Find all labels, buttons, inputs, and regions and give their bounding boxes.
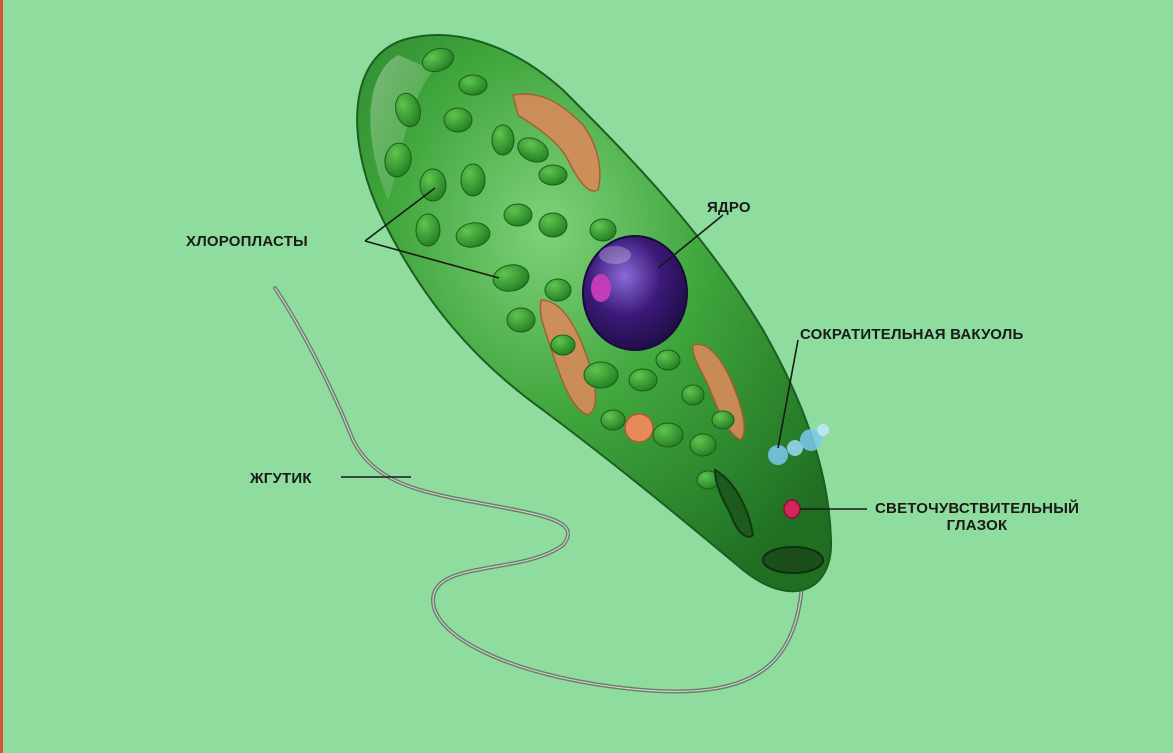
chloroplasts-label: ХЛОРОПЛАСТЫ xyxy=(186,233,308,250)
euglena-illustration xyxy=(3,0,1173,753)
nucleus-label: ЯДРО xyxy=(707,199,751,216)
flagellum-label: ЖГУТИК xyxy=(250,470,312,487)
contractile-vacuole-label: СОКРАТИТЕЛЬНАЯ ВАКУОЛЬ xyxy=(800,326,1024,343)
eyespot-label-line2: ГЛАЗОК xyxy=(875,517,1079,534)
food-vacuole xyxy=(625,414,653,442)
eyespot-label-line1: СВЕТОЧУВСТВИТЕЛЬНЫЙ xyxy=(875,500,1079,517)
eyespot xyxy=(784,500,800,518)
flagellum-base xyxy=(763,547,823,573)
nucleolus xyxy=(591,274,611,302)
eyespot-label: СВЕТОЧУВСТВИТЕЛЬНЫЙ ГЛАЗОК xyxy=(875,500,1079,535)
